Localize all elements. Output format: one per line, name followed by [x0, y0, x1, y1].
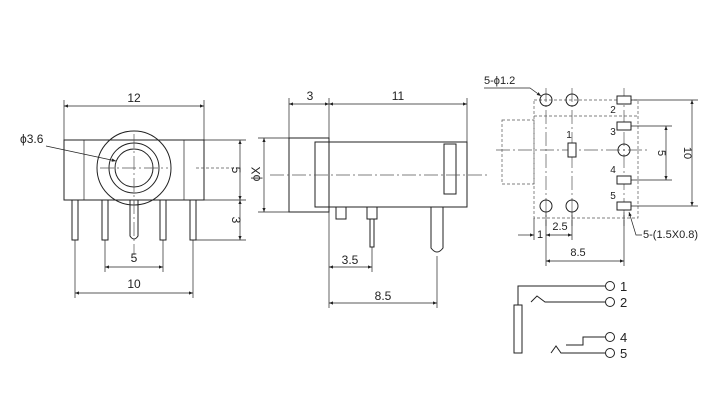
- side-front-length-label: 3: [307, 89, 314, 103]
- pcb-layout: 1 2 3 4 5 5-ϕ1.2 5-(1.5X0.8) 1 2.5 8.5 5…: [484, 75, 698, 266]
- pcb-pad-number-4: 4: [610, 165, 616, 176]
- pcb-pad-3: [616, 121, 632, 131]
- pcb-hole-1: [539, 93, 553, 107]
- pcb-pad-number-3: 3: [610, 127, 616, 138]
- side-pin-offset-label: 3.5: [342, 253, 359, 267]
- pcb-width-label: 8.5: [570, 247, 585, 259]
- front-pin-span-label: 10: [127, 277, 141, 291]
- schematic-sleeve: [513, 304, 523, 354]
- side-diameter-label: ϕX: [249, 167, 263, 182]
- schematic: 1 2 4 5: [513, 279, 627, 361]
- front-pin-3: [159, 199, 167, 241]
- side-pin-span-label: 8.5: [375, 289, 392, 303]
- pcb-pad-number-5: 5: [610, 191, 616, 202]
- pcb-row-pitch-label: 5: [655, 150, 667, 156]
- pcb-pad-number-2: 2: [610, 105, 616, 116]
- front-pin-2: [101, 199, 109, 241]
- schematic-terminal-5: [605, 348, 615, 358]
- schematic-label-2: 2: [620, 295, 627, 310]
- schematic-label-5: 5: [620, 346, 627, 361]
- front-hole-label: ϕ3.6: [20, 132, 44, 146]
- pcb-pad-1: [567, 142, 577, 158]
- pcb-pad-label: 5-(1.5X0.8): [643, 229, 698, 241]
- side-body: [314, 141, 468, 208]
- pcb-spacing-a-label: 1: [537, 229, 543, 241]
- side-slot: [443, 143, 457, 195]
- front-height-label: 5: [229, 167, 243, 174]
- pcb-hole-5: [617, 143, 631, 157]
- schematic-label-4: 4: [620, 330, 627, 345]
- front-pin-1: [71, 199, 79, 241]
- schematic-label-1: 1: [620, 279, 627, 294]
- pcb-spacing-b-label: 2.5: [552, 221, 567, 233]
- side-peg: [335, 206, 347, 220]
- side-view: 3 11 ϕX 3.5 8.5: [249, 89, 490, 308]
- front-view: 12 ϕ3.6 5 3 5 10: [20, 91, 246, 298]
- side-pin: [366, 206, 378, 220]
- side-body-length-label: 11: [392, 89, 405, 103]
- front-pin-length-label: 3: [229, 217, 243, 224]
- front-pin-spacing-label: 5: [131, 251, 138, 265]
- schematic-terminal-1: [605, 281, 615, 291]
- schematic-terminal-2: [605, 297, 615, 307]
- pcb-hole-label: 5-ϕ1.2: [484, 75, 515, 87]
- pcb-pad-number-1: 1: [566, 130, 572, 141]
- pcb-pad-5: [616, 201, 632, 211]
- pcb-pad-4: [616, 175, 632, 185]
- side-pin-long: [430, 207, 444, 253]
- front-width-label: 12: [127, 91, 141, 105]
- schematic-terminal-4: [605, 332, 615, 342]
- pcb-hole-2: [565, 93, 579, 107]
- pcb-pad-2: [616, 95, 632, 105]
- front-pin-4: [189, 199, 197, 241]
- pcb-overall-height-label: 10: [681, 147, 693, 159]
